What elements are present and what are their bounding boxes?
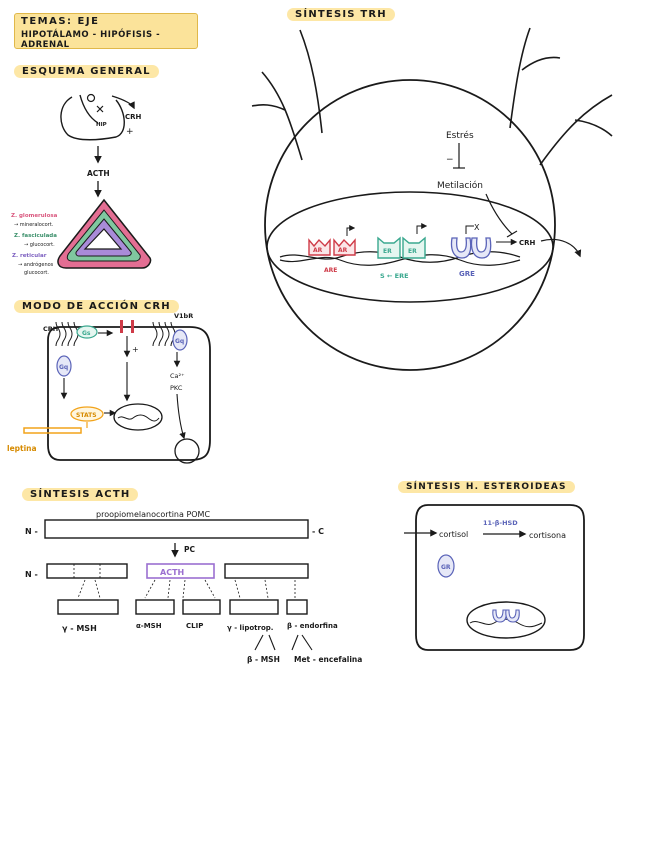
ar-label-2: AR	[338, 247, 348, 254]
gq-protein-right	[172, 329, 188, 351]
zona-reticular-product: → andrógenos	[18, 261, 54, 268]
modo-accion-diagram: CRH Gs Gq + V1bR Gq Ca²⁺ PKC STATS lepti…	[7, 312, 211, 464]
er-label-2: ER	[408, 248, 417, 255]
ere-label: S ← ERE	[380, 272, 409, 280]
sintesis-trh-heading: SÍNTESIS TRH	[287, 8, 395, 21]
acth-label: ACTH	[87, 169, 110, 178]
alpha-msh-bar	[135, 599, 175, 615]
acth-fragment-bar	[146, 563, 215, 579]
modo-accion-heading: MODO DE ACCIÓN CRH	[14, 300, 179, 313]
gr-nuclear-2	[505, 609, 520, 623]
beta-msh-label: β - MSH	[247, 655, 280, 664]
ca-label: Ca²⁺	[170, 372, 185, 380]
esquema-general-heading: ESQUEMA GENERAL	[14, 65, 159, 78]
cell-membrane	[47, 326, 211, 461]
gq-label-right: Gq	[175, 338, 184, 345]
channel-right	[131, 320, 134, 333]
sintesis-esteroides-heading: SÍNTESIS H. ESTEROIDEAS	[398, 481, 575, 493]
zona-fasciculada-product: → glucocort.	[24, 242, 55, 248]
cortisona-label: cortisona	[529, 531, 566, 540]
c-terminal-label: - C	[312, 527, 324, 536]
beta-endorfina-label: β - endorfina	[287, 622, 338, 630]
met-encefalina-label: Met - encefalina	[294, 655, 362, 664]
plus-sign: +	[132, 345, 139, 354]
leptina-label: leptina	[7, 444, 37, 453]
crh-receptor	[55, 321, 79, 347]
neuron-cell-body	[264, 79, 556, 371]
block-x: X	[474, 223, 480, 232]
channel-left	[120, 320, 123, 333]
gamma-msh-bar	[57, 599, 119, 615]
stats-protein	[70, 406, 104, 422]
gr-nuclear-1	[492, 609, 507, 623]
er-label-1: ER	[383, 248, 392, 255]
acth-fragment-label: ACTH	[160, 568, 184, 577]
topic-title-box: TEMAS: EJE HIPOTÁLAMO - HIPÓFISIS - ADRE…	[14, 13, 198, 50]
sintesis-esteroides-diagram: cortisol 11-β-HSD cortisona GR	[404, 504, 585, 651]
n-terminal-label-2: N -	[25, 570, 38, 579]
alpha-msh-label: α-MSH	[136, 622, 162, 630]
gs-protein	[76, 325, 98, 339]
gr-label: GR	[441, 564, 451, 571]
plus-sign: +	[126, 127, 134, 137]
pomc-label: proopiomelanocortina POMC	[96, 510, 210, 519]
medula-shape	[83, 228, 123, 250]
n-fragment-bar	[46, 563, 128, 579]
gq-protein-left	[56, 355, 72, 377]
gamma-lipotropina-label: γ - lipotrop.	[227, 624, 273, 632]
v1br-receptor	[152, 321, 176, 347]
pkc-label: PKC	[170, 384, 183, 392]
c-fragment-bar	[224, 563, 309, 579]
sintesis-acth-diagram: proopiomelanocortina POMC N - - C PC N -…	[25, 510, 362, 664]
crh-output-label: CRH	[519, 239, 536, 247]
ar-receptor-1	[308, 238, 331, 256]
gamma-lipotropina-bar	[229, 599, 279, 615]
zona-fasciculada-label: Z. fasciculada	[14, 233, 57, 239]
zona-reticular-label: Z. reticular	[12, 253, 47, 259]
gq-label-left: Gq	[59, 364, 68, 371]
zona-glomerulosa-product: → mineralocort.	[14, 222, 54, 228]
zona-glomerulosa-label: Z. glomerulosa	[11, 213, 58, 219]
sintesis-trh-diagram: AR AR ARE ER ER S ← ERE GRE X Estrés − M…	[251, 27, 613, 371]
beta-endorfina-bar	[286, 599, 308, 615]
minus-sign: −	[446, 155, 454, 165]
gr-cytoplasm	[437, 554, 455, 578]
sintesis-acth-heading: SÍNTESIS ACTH	[22, 488, 139, 501]
stats-label: STATS	[76, 412, 97, 419]
gre-label: GRE	[459, 270, 475, 278]
topic-line-1: TEMAS: EJE	[21, 16, 100, 27]
topic-line-2: HIPOTÁLAMO - HIPÓFISIS - ADRENAL	[21, 30, 161, 50]
metilacion-label: Metilación	[437, 180, 483, 191]
n-terminal-label: N -	[25, 527, 38, 536]
are-label: ARE	[324, 267, 337, 274]
nucleus-small	[113, 403, 163, 431]
cortisol-label: cortisol	[439, 530, 468, 539]
hip-label: HIP	[96, 122, 107, 128]
clip-label: CLIP	[186, 622, 203, 630]
pc-label: PC	[184, 545, 195, 554]
pomc-bar	[44, 519, 309, 539]
gs-label: Gs	[82, 330, 91, 337]
zona-reticular-product-2: glucocort.	[24, 270, 49, 276]
er-receptor-1	[377, 236, 401, 259]
gr-receptor-1	[450, 237, 472, 259]
nucleus	[266, 191, 554, 303]
leptin-receptor	[23, 427, 82, 434]
v1br-label: V1bR	[174, 312, 193, 320]
esquema-general-diagram: CRH + HIP ACTH Z. glomerulosa → mineralo…	[11, 93, 152, 276]
ar-receptor-2	[333, 238, 356, 256]
crh-label: CRH	[43, 325, 58, 333]
nucleus-esteroides	[466, 601, 546, 639]
er-receptor-2	[402, 236, 426, 259]
crh-label: CRH	[125, 113, 142, 121]
estres-label: Estrés	[446, 130, 474, 141]
clip-bar	[182, 599, 221, 615]
gr-receptor-2	[470, 237, 492, 259]
adrenal-cell	[415, 504, 585, 651]
hsd-label: 11-β-HSD	[483, 519, 518, 527]
gamma-msh-label: γ - MSH	[62, 624, 97, 633]
vesicle	[174, 438, 200, 464]
ar-label-1: AR	[313, 247, 323, 254]
